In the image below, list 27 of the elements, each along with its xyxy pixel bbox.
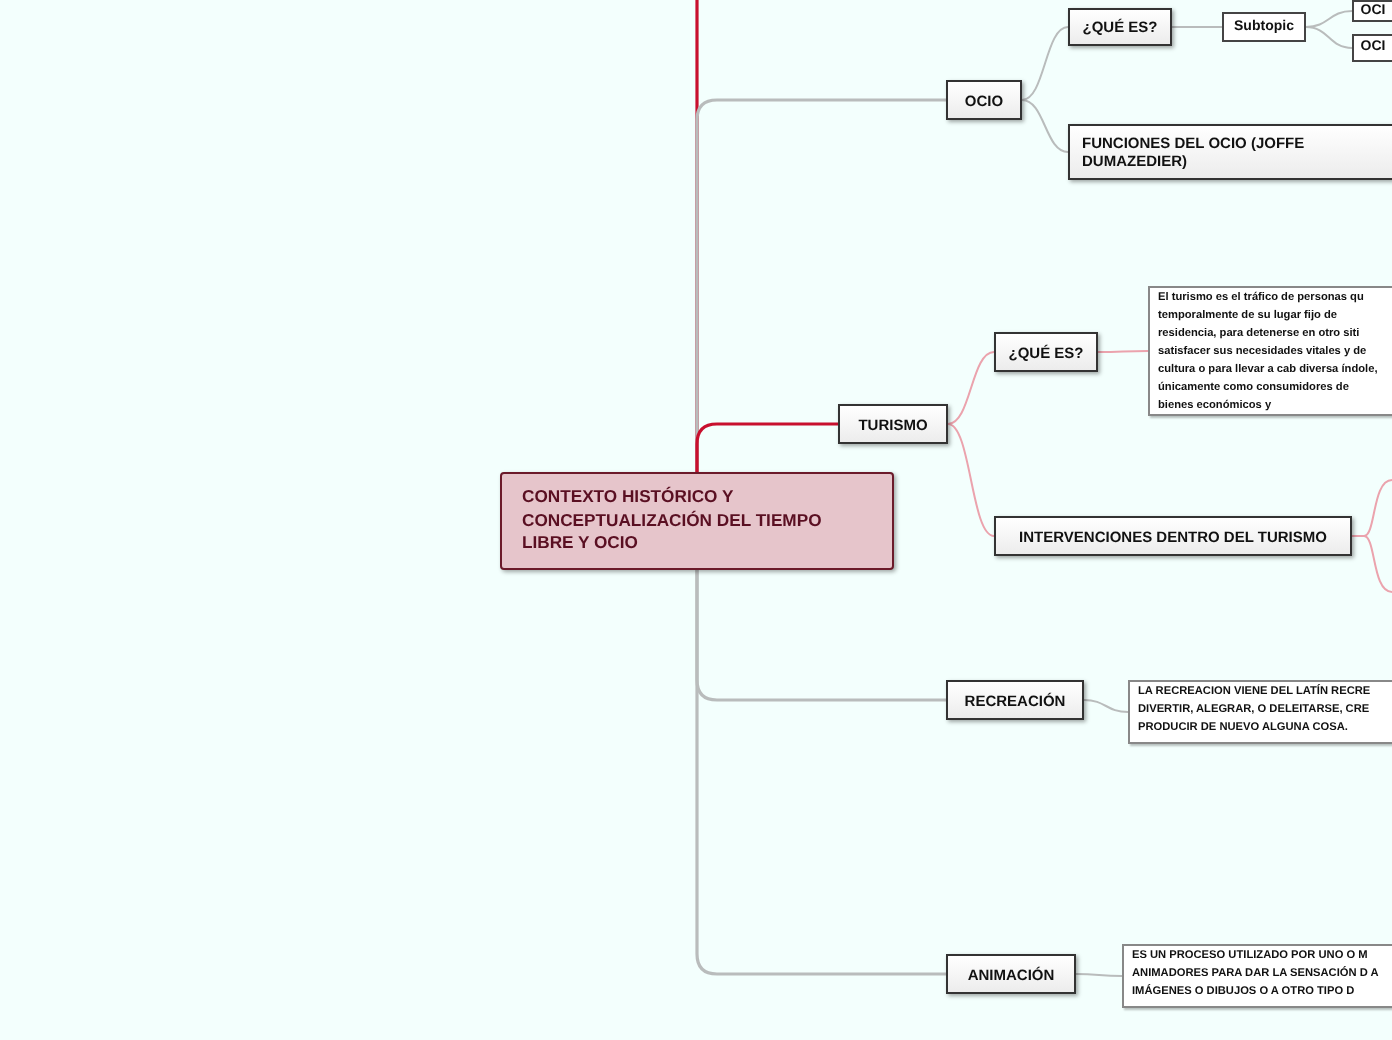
connector-line — [1351, 535, 1392, 593]
subtopic-box — [1352, 34, 1392, 62]
connector-line — [695, 422, 838, 472]
note-box — [1128, 680, 1392, 744]
topic-box — [1068, 124, 1392, 180]
topic-box — [994, 516, 1352, 556]
topic-text: CONTEXTO HISTÓRICO Y CONCEPTUALIZACIÓN DEL TIEMPO LIBRE Y OCIO — [522, 486, 824, 556]
subtopic-box — [1352, 0, 1392, 22]
topic-box — [1068, 8, 1172, 46]
topic-box — [946, 80, 1022, 120]
subtopic-box — [1222, 12, 1306, 42]
connector-line — [1021, 99, 1069, 153]
connector-line — [1305, 26, 1353, 49]
topic-box — [946, 954, 1076, 994]
connector-line — [1097, 350, 1149, 353]
topic-box — [838, 404, 948, 444]
topic-box — [994, 332, 1098, 372]
connector-line — [947, 351, 995, 425]
connector-line — [1075, 973, 1123, 977]
connector-line — [1021, 26, 1069, 101]
connector-line — [947, 423, 995, 537]
topic-box — [946, 680, 1084, 720]
central-topic-box — [500, 472, 894, 570]
note-box — [1122, 944, 1392, 1008]
connector-line — [1171, 26, 1223, 28]
connector-line — [1083, 699, 1129, 713]
connector-line — [695, 570, 946, 976]
